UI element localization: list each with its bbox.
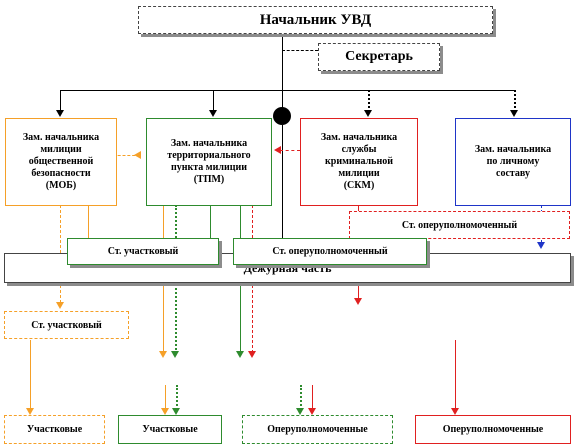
- arrow-to-senior-precinct-low: [56, 302, 64, 309]
- connector-mob-tpm: [108, 155, 140, 156]
- bottom-operatives-green-label: Оперуполномоченные: [267, 424, 368, 435]
- senior-operative-right-box: Ст. оперуполномоченный: [349, 211, 570, 239]
- connector-skm-tpm: [280, 150, 300, 151]
- connector-low-op-red: [312, 385, 313, 410]
- connector-mob-b: [88, 205, 89, 240]
- arrow-tpm-red-mid: [248, 351, 256, 358]
- deputy-tpm-label: Зам. начальника территориального пункта …: [167, 138, 251, 185]
- connector-secretary: [282, 50, 318, 51]
- connector-tpm-green-b: [210, 205, 211, 240]
- bottom-precinct-orange-box: Участковые: [4, 415, 105, 444]
- arrow-to-operatives-green-a: [296, 408, 304, 415]
- senior-operative-mid-box: Ст. оперуполномоченный: [233, 238, 427, 265]
- bottom-operatives-red-label: Оперуполномоченные: [442, 424, 544, 435]
- connector-chief-trunk: [282, 35, 283, 110]
- arrow-mob-to-tpm: [134, 151, 141, 159]
- deputy-personnel-label: Зам. начальника по личному составу: [474, 144, 552, 179]
- senior-precinct-low-box: Ст. участковый: [4, 311, 129, 339]
- connector-low-op-green: [300, 385, 302, 410]
- arrow-chief-to-skm: [364, 110, 372, 117]
- senior-precinct-mid-label: Ст. участковый: [107, 246, 179, 257]
- arrow-to-precinct-green-a: [161, 408, 169, 415]
- connector-low-orange: [165, 385, 166, 410]
- arrow-chief-to-personnel: [510, 110, 518, 117]
- connector-skm-red-b: [455, 340, 456, 410]
- arrow-to-precinct-green-b: [172, 408, 180, 415]
- arrow-personnel-blue: [537, 242, 545, 249]
- connector-mob-c: [30, 340, 31, 412]
- connector-drop-personnel: [514, 90, 516, 112]
- arrow-skm-to-tpm: [274, 146, 281, 154]
- arrow-to-operatives-green-b: [308, 408, 316, 415]
- connector-top-bus: [60, 90, 515, 91]
- arrow-to-operatives-red: [451, 408, 459, 415]
- junction-dot: [273, 107, 291, 125]
- arrow-skm-red-mid: [354, 298, 362, 305]
- chief-box: Начальник УВД: [138, 6, 493, 34]
- secretary-box: Секретарь: [318, 43, 440, 71]
- secretary-label: Секретарь: [345, 49, 413, 64]
- bottom-precinct-green-box: Участковые: [118, 415, 222, 444]
- arrow-tpm-green-c-mid: [236, 351, 244, 358]
- bottom-operatives-red-box: Оперуполномоченные: [415, 415, 571, 444]
- connector-low-green: [176, 385, 178, 410]
- arrow-chief-to-mob: [56, 110, 64, 117]
- deputy-tpm-box: Зам. начальника территориального пункта …: [146, 118, 272, 206]
- bottom-operatives-green-box: Оперуполномоченные: [242, 415, 393, 444]
- connector-drop-mob: [60, 90, 61, 112]
- bottom-precinct-orange-label: Участковые: [26, 424, 83, 435]
- senior-operative-right-label: Ст. оперуполномоченный: [401, 219, 518, 231]
- senior-precinct-mid-box: Ст. участковый: [67, 238, 219, 265]
- deputy-personnel-box: Зам. начальника по личному составу: [455, 118, 571, 206]
- connector-trunk-duty: [282, 125, 283, 253]
- arrow-chief-to-tpm: [209, 110, 217, 117]
- arrow-tpm-orange-mid: [159, 351, 167, 358]
- bottom-precinct-green-label: Участковые: [142, 424, 198, 435]
- senior-precinct-low-label: Ст. участковый: [31, 319, 102, 331]
- deputy-skm-box: Зам. начальника службы криминальной мили…: [300, 118, 418, 206]
- chief-label: Начальник УВД: [259, 11, 372, 28]
- senior-operative-mid-label: Ст. оперуполномоченный: [272, 246, 388, 257]
- arrow-tpm-green-mid: [171, 351, 179, 358]
- deputy-mob-box: Зам. начальника милиции общественной без…: [5, 118, 117, 206]
- connector-drop-skm: [368, 90, 370, 112]
- deputy-mob-label: Зам. начальника милиции общественной без…: [22, 132, 100, 191]
- connector-drop-tpm: [213, 90, 214, 112]
- deputy-skm-label: Зам. начальника службы криминальной мили…: [320, 132, 398, 191]
- arrow-to-precinct-orange: [26, 408, 34, 415]
